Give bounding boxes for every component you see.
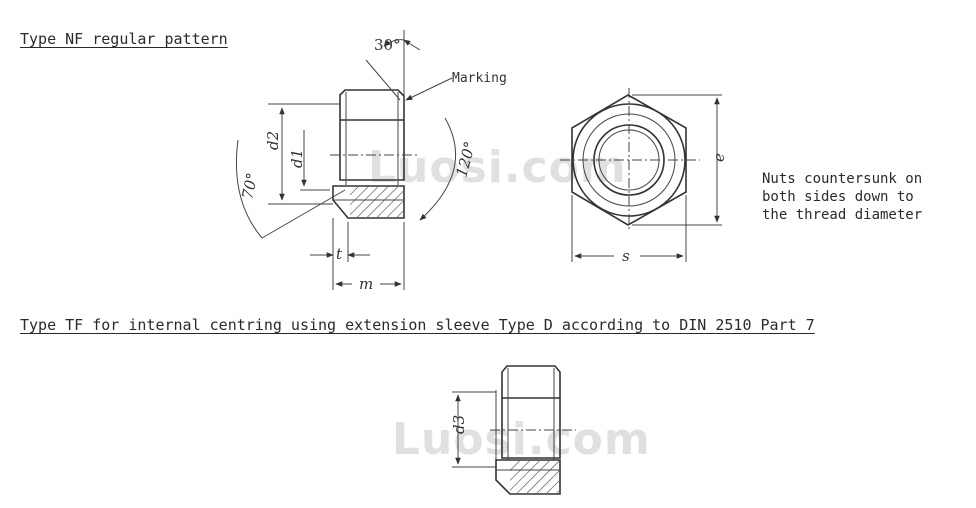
note-line-3: the thread diameter [762,207,923,223]
heading-type-nf: Type NF regular pattern [20,30,228,48]
heading-type-tf: Type TF for internal centring using exte… [20,316,815,334]
angle-70: 70° [238,171,261,201]
dim-e: e [710,153,728,162]
tf-collar-hatching [510,461,559,493]
countersink-note: Nuts countersunk on both sides down to t… [762,170,922,224]
nf-collar-hatching [350,187,403,217]
dim-m: m [359,275,373,293]
angle-30: 30° [374,36,401,54]
dim-d2: d2 [264,131,282,150]
dim-d1: d1 [288,149,306,168]
tf-nut-side-view: d3 [450,365,576,495]
marking-label: Marking [452,71,507,86]
watermark-bottom: Luosi.com [392,414,651,465]
dim-d3: d3 [450,415,468,434]
note-line-2: both sides down to [762,189,914,205]
watermark-top: Luosi.com [368,142,627,193]
nf-dimensions: d2 d1 70° 120° 30° Marking t m [235,30,507,293]
nf-nut-side-view [330,89,420,219]
dim-t: t [336,245,343,263]
dim-s: s [622,247,630,265]
note-line-1: Nuts countersunk on [762,171,923,187]
angle-120: 120° [452,139,479,179]
nf-nut-top-view: e s [560,88,728,265]
